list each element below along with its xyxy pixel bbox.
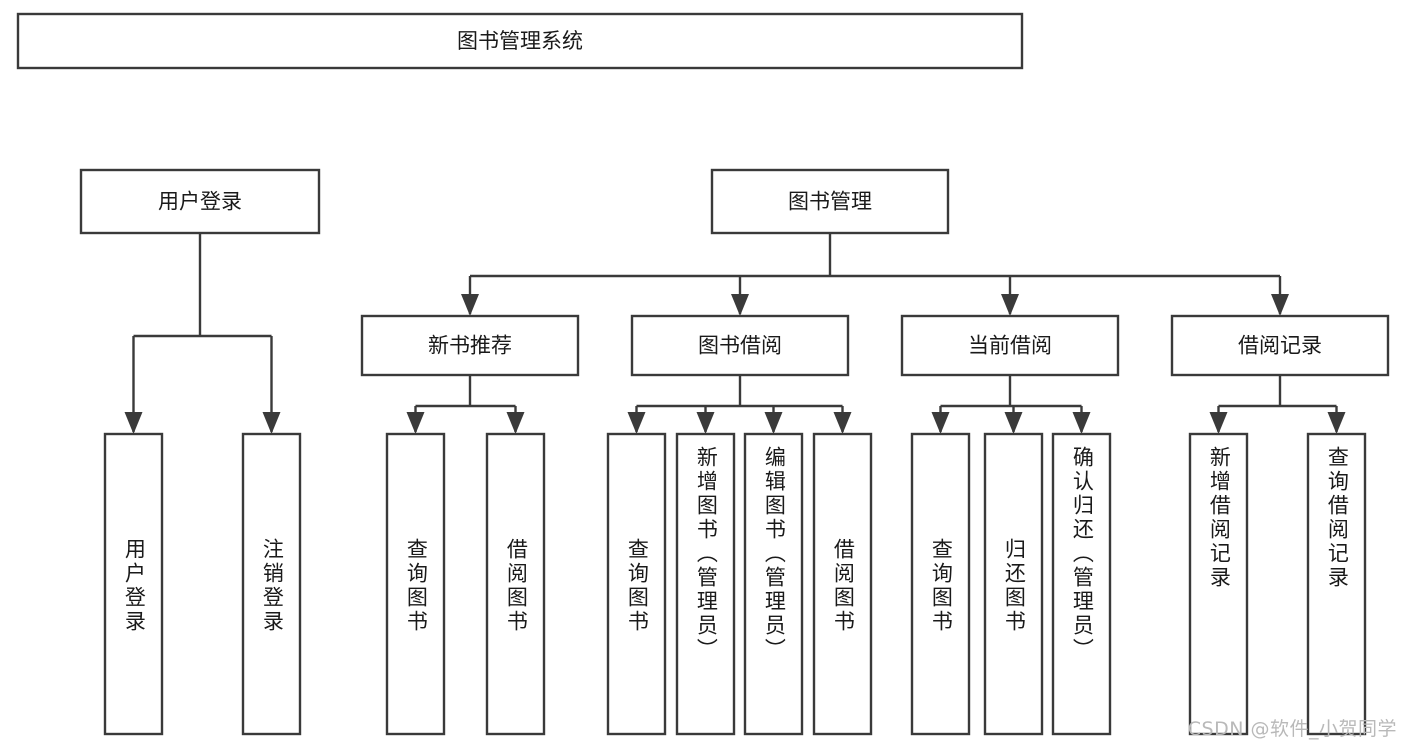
node-box-l-borrow-book-2[interactable] (812, 432, 873, 736)
node-box-l-return-book[interactable] (983, 432, 1044, 736)
arrow-head-current-borrow (1001, 294, 1019, 316)
node-label-user-login: 用户登录 (158, 190, 242, 214)
node-box-l-query-book-3[interactable] (910, 432, 971, 736)
node-label-new-book-rec: 新书推荐 (428, 334, 512, 358)
arrow-head-l-query-book-3 (931, 412, 950, 434)
node-box-l-query-book-2[interactable] (606, 432, 667, 736)
node-box-l-query-record[interactable] (1306, 432, 1367, 736)
node-box-user-login[interactable] (79, 168, 321, 235)
arrow-head-l-edit-book (764, 412, 783, 434)
node-box-root[interactable] (16, 12, 1024, 70)
node-box-borrow-record[interactable] (1170, 314, 1390, 377)
arrow-head-l-query-book-1 (406, 412, 425, 434)
arrow-head-book-borrow (731, 294, 749, 316)
arrow-head-l-borrow-book-2 (833, 412, 852, 434)
arrow-head-new-book-rec (461, 294, 479, 316)
node-label-book-manage: 图书管理 (788, 190, 872, 214)
node-box-current-borrow[interactable] (900, 314, 1120, 377)
arrow-head-l-borrow-book-1 (506, 412, 525, 434)
node-label-book-borrow: 图书借阅 (698, 334, 782, 358)
node-box-book-manage[interactable] (710, 168, 950, 235)
node-box-l-add-book[interactable] (675, 432, 736, 736)
arrow-head-l-query-record (1327, 412, 1346, 434)
arrow-head-leaf-user-login (124, 412, 143, 434)
node-box-l-query-book-1[interactable] (385, 432, 446, 736)
node-label-root: 图书管理系统 (457, 29, 583, 53)
watermark-text: CSDN @软件_小贺同学 (1187, 718, 1397, 740)
node-label-borrow-record: 借阅记录 (1238, 334, 1322, 358)
arrow-head-l-query-book-2 (627, 412, 646, 434)
node-label-current-borrow: 当前借阅 (968, 334, 1052, 358)
arrow-head-l-add-book (696, 412, 715, 434)
node-box-l-add-record[interactable] (1188, 432, 1249, 736)
arrow-head-leaf-logout (262, 412, 281, 434)
node-box-l-borrow-book-1[interactable] (485, 432, 546, 736)
node-box-l-confirm-return[interactable] (1051, 432, 1112, 736)
node-box-book-borrow[interactable] (630, 314, 850, 377)
node-box-leaf-user-login[interactable] (103, 432, 164, 736)
arrow-head-borrow-record (1271, 294, 1289, 316)
node-box-l-edit-book[interactable] (743, 432, 804, 736)
node-box-leaf-logout[interactable] (241, 432, 302, 736)
arrow-head-l-add-record (1209, 412, 1228, 434)
node-box-new-book-rec[interactable] (360, 314, 580, 377)
arrow-head-l-return-book (1004, 412, 1023, 434)
arrow-head-l-confirm-return (1072, 412, 1091, 434)
connectors-layer (124, 233, 1346, 434)
